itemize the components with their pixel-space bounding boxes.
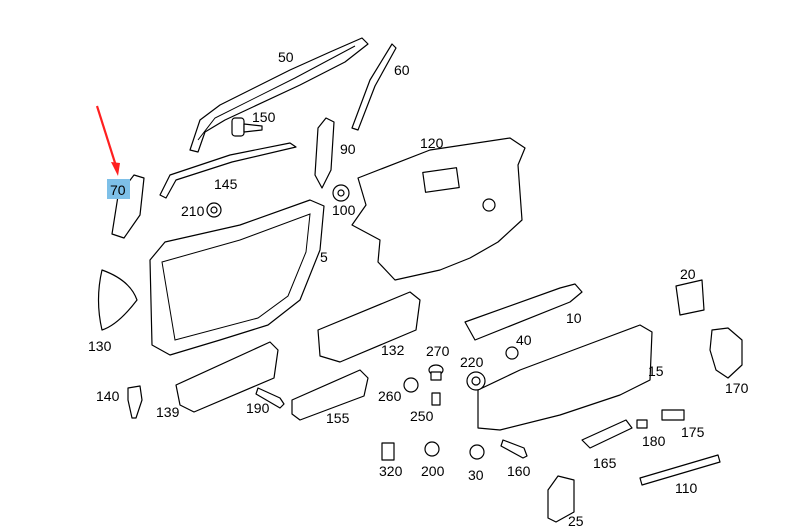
part-5-inner bbox=[161, 213, 311, 341]
pointer-arrow bbox=[95, 105, 118, 167]
part-25-cover[interactable] bbox=[547, 475, 575, 523]
part-60-strip[interactable] bbox=[351, 43, 397, 131]
part-165-handle[interactable] bbox=[581, 419, 633, 449]
part-120-opening bbox=[422, 167, 460, 193]
part-160-screw[interactable] bbox=[500, 439, 528, 459]
part-20-bracket[interactable] bbox=[675, 279, 705, 316]
part-250-screw[interactable] bbox=[431, 392, 441, 406]
part-170-handle-bracket[interactable] bbox=[709, 327, 743, 379]
part-150-bolt[interactable] bbox=[231, 117, 263, 137]
part-200-plug[interactable] bbox=[424, 441, 440, 457]
part-15-armrest-assembly[interactable] bbox=[477, 324, 653, 431]
label-70[interactable]: 70 bbox=[110, 182, 126, 198]
label-5: 5 bbox=[320, 249, 328, 265]
part-175-clip[interactable] bbox=[661, 409, 685, 421]
label-210: 210 bbox=[181, 203, 205, 219]
label-10: 10 bbox=[566, 310, 582, 326]
highlight-box bbox=[107, 179, 130, 199]
label-140: 140 bbox=[96, 388, 120, 404]
label-139: 139 bbox=[156, 404, 180, 420]
label-60: 60 bbox=[394, 62, 410, 78]
part-110-badge[interactable] bbox=[639, 454, 721, 486]
part-320-clip[interactable] bbox=[381, 442, 395, 461]
label-270: 270 bbox=[426, 343, 450, 359]
part-220-cap[interactable] bbox=[466, 371, 486, 391]
label-40: 40 bbox=[516, 332, 532, 348]
label-170: 170 bbox=[725, 380, 749, 396]
part-50-detail bbox=[197, 45, 356, 141]
label-50: 50 bbox=[278, 49, 294, 65]
part-270-plug[interactable] bbox=[428, 364, 444, 381]
label-165: 165 bbox=[593, 455, 617, 471]
label-180: 180 bbox=[642, 433, 666, 449]
label-155: 155 bbox=[326, 410, 350, 426]
label-150: 150 bbox=[252, 109, 276, 125]
label-250: 250 bbox=[410, 408, 434, 424]
part-50-window-frame[interactable] bbox=[189, 37, 369, 153]
part-30-plug[interactable] bbox=[469, 444, 485, 460]
part-120-hole bbox=[482, 198, 496, 212]
label-260: 260 bbox=[378, 388, 402, 404]
part-5-door-trim[interactable] bbox=[149, 199, 325, 356]
pointer-arrowhead bbox=[111, 162, 120, 176]
part-90-bracket[interactable] bbox=[314, 117, 335, 189]
label-160: 160 bbox=[507, 463, 531, 479]
label-145: 145 bbox=[214, 176, 238, 192]
label-20: 20 bbox=[680, 266, 696, 282]
label-130: 130 bbox=[88, 338, 112, 354]
label-25: 25 bbox=[568, 513, 584, 527]
label-320: 320 bbox=[379, 463, 403, 479]
label-110: 110 bbox=[675, 480, 698, 496]
label-120: 120 bbox=[420, 135, 444, 151]
label-190: 190 bbox=[246, 400, 270, 416]
label-30: 30 bbox=[468, 467, 484, 483]
label-175: 175 bbox=[681, 424, 705, 440]
part-130-speaker-cover[interactable] bbox=[97, 269, 138, 331]
label-132: 132 bbox=[381, 342, 405, 358]
part-70-cover[interactable] bbox=[111, 174, 145, 239]
label-90: 90 bbox=[340, 141, 356, 157]
part-132-switch-panel[interactable] bbox=[317, 291, 421, 363]
part-155-switch-panel[interactable] bbox=[291, 369, 369, 421]
label-100: 100 bbox=[332, 202, 356, 218]
label-200: 200 bbox=[421, 463, 445, 479]
label-220: 220 bbox=[460, 354, 484, 370]
part-190-screw[interactable] bbox=[255, 387, 285, 409]
part-120-door-panel[interactable] bbox=[351, 137, 526, 281]
part-139-switch-bezel[interactable] bbox=[175, 341, 279, 413]
part-10-armrest[interactable] bbox=[464, 283, 583, 341]
part-180-clip[interactable] bbox=[636, 419, 648, 429]
label-15: 15 bbox=[648, 363, 664, 379]
part-100-clip[interactable] bbox=[332, 184, 350, 202]
part-40-plug[interactable] bbox=[505, 346, 519, 360]
part-260-cap[interactable] bbox=[403, 377, 419, 393]
part-140-fastener[interactable] bbox=[127, 385, 143, 419]
part-210-clip[interactable] bbox=[206, 202, 222, 218]
part-145-trim-strip[interactable] bbox=[159, 142, 297, 199]
